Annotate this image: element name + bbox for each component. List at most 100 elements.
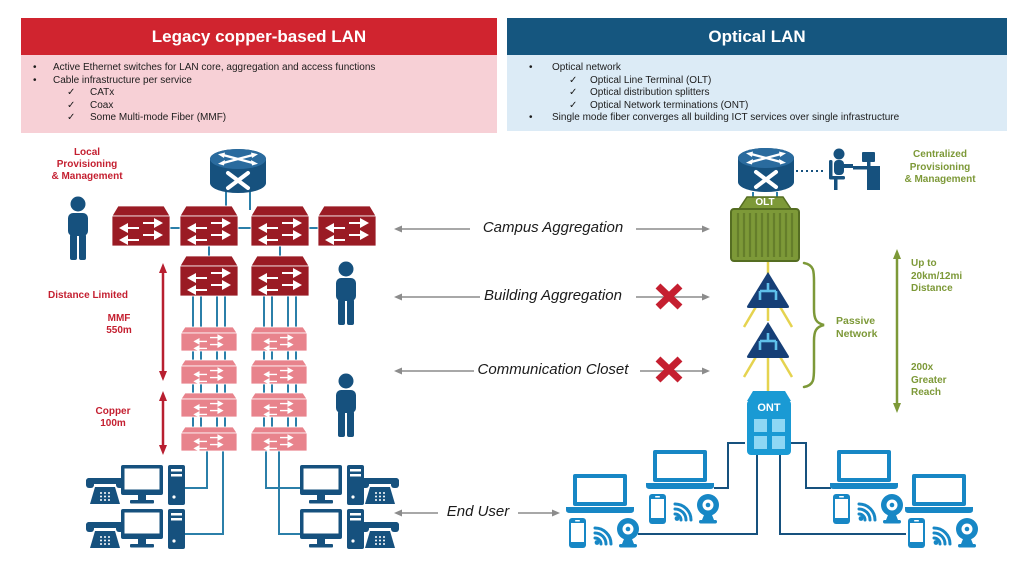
desk-phone-icon bbox=[361, 522, 399, 548]
closet-switch-icon bbox=[181, 360, 237, 385]
laptop-icon bbox=[566, 474, 634, 513]
access-switch-icon bbox=[181, 393, 237, 418]
panel-check-text: Optical distribution splitters bbox=[590, 87, 710, 99]
copper-distance-label: Copper 100m bbox=[95, 406, 131, 429]
local-provisioning-label: Local Provisioning & Management bbox=[51, 147, 123, 182]
arrowhead bbox=[552, 509, 560, 517]
arrowhead bbox=[159, 445, 167, 455]
campus-switch-icon bbox=[251, 206, 309, 246]
end-user-label: End User bbox=[446, 503, 510, 520]
webcam-icon bbox=[617, 518, 639, 548]
access-switch-icon bbox=[251, 393, 307, 418]
desktop-computer-icon bbox=[300, 465, 364, 505]
panel-check-text: Some Multi-mode Fiber (MMF) bbox=[90, 112, 227, 124]
laptop-icon bbox=[830, 450, 898, 489]
legacy-lan-banner: Legacy copper-based LAN bbox=[21, 18, 497, 55]
wifi-icon bbox=[673, 502, 693, 523]
panel-bullet-text: Active Ethernet switches for LAN core, a… bbox=[53, 62, 376, 73]
olt-chassis-icon bbox=[730, 196, 800, 262]
check-marker: ✓ bbox=[569, 74, 578, 86]
desktop-computer-icon bbox=[300, 509, 364, 549]
campus-switch-icon bbox=[180, 206, 238, 246]
smartphone-icon bbox=[569, 518, 586, 548]
passive-network-label: Passive Network bbox=[836, 315, 878, 340]
distance-limited-label: Distance Limited bbox=[47, 290, 129, 301]
arrowhead bbox=[159, 371, 167, 381]
arrowhead bbox=[159, 391, 167, 401]
technician-icon bbox=[336, 373, 356, 437]
tier-arrows bbox=[401, 228, 703, 514]
closet-switch-icon bbox=[251, 360, 307, 385]
building-switch-icon bbox=[180, 256, 238, 296]
optical-splitter-icon bbox=[745, 320, 791, 360]
smartphone-icon bbox=[833, 494, 850, 524]
optical-lan-banner: Optical LAN bbox=[507, 18, 1007, 55]
arrowhead bbox=[159, 263, 167, 273]
optical-lan-panel: • Optical network ✓ Optical Line Terminal … bbox=[507, 55, 1007, 131]
arrowhead bbox=[702, 293, 710, 301]
panel-bullet-text: Optical network bbox=[552, 62, 621, 73]
smartphone-icon bbox=[908, 518, 925, 548]
communication-closet-label: Communication Closet bbox=[477, 361, 629, 378]
core-router-icon bbox=[208, 147, 268, 195]
mmf-distance-label: MMF 550m bbox=[106, 313, 132, 336]
panel-check-text: Optical Network terminations (ONT) bbox=[590, 99, 749, 111]
desktop-computer-icon bbox=[121, 509, 185, 549]
desk-phone-icon bbox=[86, 522, 124, 548]
campus-switch-icon bbox=[112, 206, 170, 246]
panel-bullet-text: Cable infrastructure per service bbox=[53, 74, 192, 86]
closet-switch-icon bbox=[181, 327, 237, 352]
bullet-marker: • bbox=[33, 62, 37, 73]
panel-check-text: Coax bbox=[90, 99, 114, 111]
arrowhead bbox=[702, 367, 710, 375]
laptop-icon bbox=[905, 474, 973, 513]
ont-icon bbox=[747, 391, 791, 455]
webcam-icon bbox=[956, 518, 978, 548]
campus-switch-icon bbox=[318, 206, 376, 246]
core-router-icon bbox=[736, 146, 796, 194]
fiber-links bbox=[742, 261, 794, 392]
bullet-marker: • bbox=[529, 62, 533, 73]
passive-network-brace bbox=[802, 261, 825, 389]
webcam-icon bbox=[881, 494, 903, 524]
smartphone-icon bbox=[649, 494, 666, 524]
desktop-computer-icon bbox=[121, 465, 185, 505]
wifi-icon bbox=[932, 526, 952, 547]
eliminated-x-icon bbox=[655, 283, 683, 310]
check-marker: ✓ bbox=[569, 99, 578, 111]
ont-label: ONT bbox=[757, 402, 781, 414]
wifi-icon bbox=[593, 526, 613, 547]
optical-splitter-icon bbox=[745, 270, 791, 310]
campus-aggregation-label: Campus Aggregation bbox=[482, 219, 624, 236]
wifi-icon bbox=[857, 502, 877, 523]
check-marker: ✓ bbox=[67, 112, 76, 124]
arrowhead bbox=[702, 225, 710, 233]
arrowhead bbox=[394, 367, 402, 375]
bullet-marker: • bbox=[529, 112, 533, 124]
closet-switch-icon bbox=[251, 327, 307, 352]
technician-icon bbox=[68, 196, 88, 260]
desk-phone-icon bbox=[361, 478, 399, 504]
eliminated-x-icon bbox=[655, 356, 683, 383]
bullet-marker: • bbox=[33, 74, 37, 86]
laptop-icon bbox=[646, 450, 714, 489]
panel-bullet-text: Single mode fiber converges all building… bbox=[552, 112, 900, 124]
legacy-lan-panel: • Active Ethernet switches for LAN core, … bbox=[21, 55, 497, 133]
desk-phone-icon bbox=[86, 478, 124, 504]
panel-check-text: CATx bbox=[90, 87, 115, 99]
check-marker: ✓ bbox=[569, 87, 578, 99]
building-switch-icon bbox=[251, 256, 309, 296]
admin-at-desk-icon bbox=[829, 148, 880, 190]
access-switch-icon bbox=[251, 427, 307, 452]
building-aggregation-label: Building Aggregation bbox=[484, 287, 622, 304]
fiber-distance-label: Up to 20km/12mi Distance bbox=[911, 258, 963, 294]
centralized-provisioning-label: Centralized Provisioning & Management bbox=[904, 149, 976, 185]
arrowhead bbox=[394, 293, 402, 301]
check-marker: ✓ bbox=[67, 99, 76, 111]
panel-check-text: Optical Line Terminal (OLT) bbox=[590, 74, 712, 86]
arrowhead bbox=[394, 509, 402, 517]
olt-label: OLT bbox=[755, 197, 775, 208]
arrowhead bbox=[394, 225, 402, 233]
check-marker: ✓ bbox=[67, 87, 76, 99]
